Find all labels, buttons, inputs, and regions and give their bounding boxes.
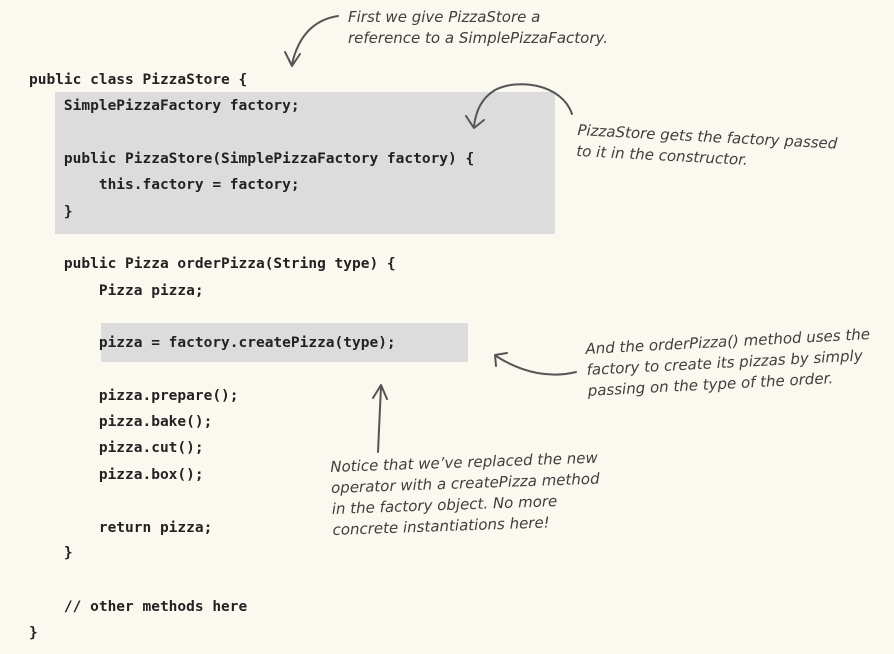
code-line: pizza.box(); <box>29 467 204 483</box>
code-line: pizza.prepare(); <box>29 388 239 404</box>
code-line: public Pizza orderPizza(String type) { <box>29 256 396 272</box>
code-line: public PizzaStore(SimplePizzaFactory fac… <box>29 151 475 167</box>
arrow-notice <box>377 385 382 453</box>
code-line: return pizza; <box>29 520 213 536</box>
arrow-order-pizza <box>495 355 577 376</box>
code-line: this.factory = factory; <box>29 177 300 193</box>
annotation-notice: Notice that we’ve replaced the new opera… <box>330 448 600 539</box>
code-line: pizza.bake(); <box>29 414 213 430</box>
code-line: } <box>29 625 38 641</box>
code-line: pizza.cut(); <box>29 440 204 456</box>
arrow-constructor <box>473 83 573 127</box>
annotation-top: First we give PizzaStore a reference to … <box>348 8 608 47</box>
code-line: } <box>29 545 73 561</box>
arrowhead-notice <box>372 384 388 400</box>
code-line: SimplePizzaFactory factory; <box>29 98 300 114</box>
arrowhead-constructor <box>465 115 485 129</box>
arrow-top <box>291 15 339 65</box>
code-line: } <box>29 204 73 220</box>
code-line: pizza = factory.createPizza(type); <box>29 335 396 351</box>
create-pizza-highlight <box>101 323 468 362</box>
arrowhead-order-pizza <box>494 352 508 367</box>
code-line: public class PizzaStore { <box>29 72 248 88</box>
code-line: // other methods here <box>29 599 248 615</box>
constructor-highlight <box>55 92 555 234</box>
arrowhead-top <box>284 51 301 67</box>
code-line: Pizza pizza; <box>29 283 204 299</box>
